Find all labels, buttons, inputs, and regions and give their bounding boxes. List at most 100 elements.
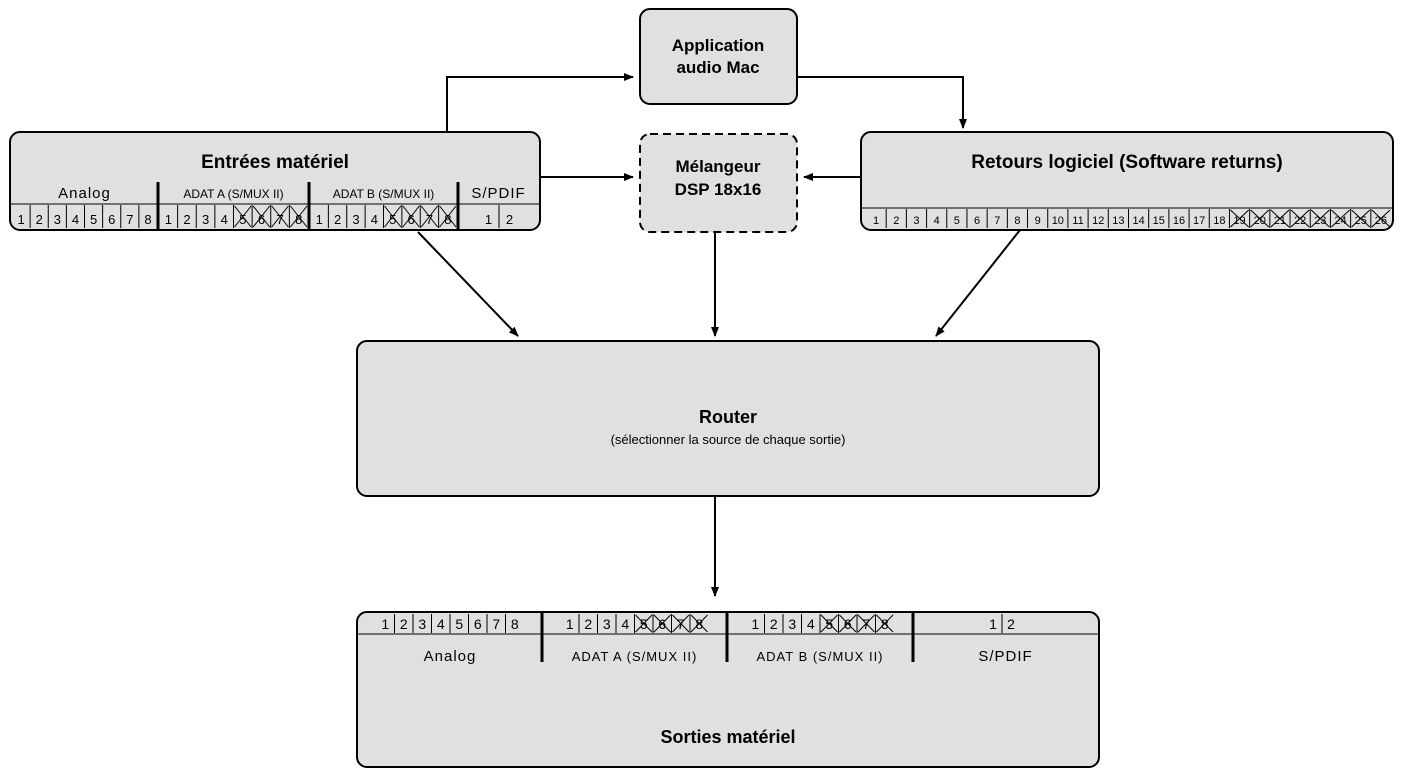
channel-number: 1 (873, 215, 879, 227)
channel-number: 2 (770, 616, 778, 632)
channel-number: 2 (183, 212, 190, 227)
channel-number: 23 (1314, 215, 1326, 227)
cross-mark (1371, 209, 1391, 228)
channel-number: 1 (17, 212, 24, 227)
cross-mark (234, 205, 252, 228)
cross-mark (402, 205, 420, 228)
channel-number: 2 (506, 212, 513, 227)
outputs-title: Sorties matériel (660, 727, 795, 747)
channel-number: 10 (1052, 215, 1064, 227)
channel-number: 7 (862, 616, 870, 632)
channel-number: 7 (426, 212, 433, 227)
channel-number: 11 (1072, 215, 1083, 227)
channel-number: 7 (276, 212, 283, 227)
router-node: Router (sélectionner la source de chaque… (356, 340, 1100, 497)
channel-number: 4 (221, 212, 228, 227)
channel-number: 8 (144, 212, 151, 227)
channel-number: 6 (474, 616, 482, 632)
output-group-label: S/PDIF (978, 648, 1032, 665)
channel-number: 4 (934, 215, 940, 227)
output-group-label: ADAT B (S/MUX II) (756, 649, 883, 664)
channel-number: 4 (621, 616, 629, 632)
cross-mark (653, 614, 671, 633)
channel-number: 1 (566, 616, 574, 632)
channel-number: 17 (1193, 215, 1205, 227)
channel-number: 8 (444, 212, 451, 227)
cross-mark (635, 614, 653, 633)
cross-mark (289, 205, 308, 228)
channel-number: 1 (989, 616, 997, 632)
channel-number: 6 (258, 212, 265, 227)
channel-number: 2 (400, 616, 408, 632)
input-group-label: S/PDIF (471, 185, 525, 202)
mixer-box (639, 133, 798, 233)
channel-number: 3 (202, 212, 209, 227)
channel-number: 8 (295, 212, 302, 227)
channel-number: 5 (825, 616, 833, 632)
channel-number: 2 (36, 212, 43, 227)
cross-mark (1270, 209, 1290, 228)
channel-number: 2 (584, 616, 592, 632)
channel-number: 12 (1092, 215, 1104, 227)
channel-number: 8 (881, 616, 889, 632)
edge-returns-to-router (935, 229, 1021, 337)
returns-title: Retours logiciel (Software returns) (971, 152, 1282, 173)
channel-number: 13 (1112, 215, 1124, 227)
cross-mark (820, 614, 838, 633)
cross-mark (384, 205, 402, 228)
cross-mark (1250, 209, 1270, 228)
router-title: Router (699, 407, 757, 427)
cross-mark (1331, 209, 1350, 228)
channel-number: 5 (455, 616, 463, 632)
channel-number: 5 (90, 212, 97, 227)
channel-number: 3 (913, 215, 919, 227)
channel-number: 8 (1014, 215, 1020, 227)
cross-mark (1310, 209, 1330, 228)
channel-number: 2 (893, 215, 899, 227)
edge-app-to-returns (797, 76, 967, 129)
channel-number: 2 (1007, 616, 1015, 632)
channel-number: 7 (492, 616, 500, 632)
returns-box (860, 131, 1394, 231)
app-label-line2: audio Mac (676, 58, 759, 77)
channel-number: 16 (1173, 215, 1185, 227)
channel-number: 3 (352, 212, 359, 227)
edges (417, 73, 1021, 597)
channel-number: 6 (108, 212, 115, 227)
channel-number: 1 (165, 212, 172, 227)
cross-mark (420, 205, 439, 228)
cross-mark (1290, 209, 1310, 228)
mixer-label-line1: Mélangeur (675, 157, 760, 176)
mixer-node: Mélangeur DSP 18x16 (639, 133, 798, 233)
cross-mark (271, 205, 289, 228)
input-group-label: Analog (58, 185, 111, 202)
channel-number: 4 (72, 212, 79, 227)
channel-number: 19 (1233, 215, 1245, 227)
channel-number: 6 (658, 616, 666, 632)
cross-mark (857, 614, 875, 633)
channel-number: 4 (437, 616, 445, 632)
channel-number: 18 (1213, 215, 1225, 227)
channel-number: 5 (954, 215, 960, 227)
inputs-box (9, 131, 541, 231)
app-label-line1: Application (672, 36, 765, 55)
output-group-label: Analog (424, 648, 477, 665)
channel-number: 15 (1153, 215, 1165, 227)
channel-number: 8 (695, 616, 703, 632)
app-node: Application audio Mac (639, 8, 798, 105)
channel-number: 20 (1254, 215, 1266, 227)
channel-number: 1 (751, 616, 759, 632)
channel-number: 8 (511, 616, 519, 632)
channel-number: 7 (677, 616, 685, 632)
channel-number: 26 (1375, 215, 1387, 227)
edge-inputs-to-app (446, 73, 634, 132)
channel-number: 4 (371, 212, 378, 227)
channel-number: 3 (418, 616, 426, 632)
channel-number: 1 (381, 616, 389, 632)
cross-mark (1230, 209, 1249, 228)
channel-number: 4 (807, 616, 815, 632)
cross-mark (839, 614, 857, 633)
